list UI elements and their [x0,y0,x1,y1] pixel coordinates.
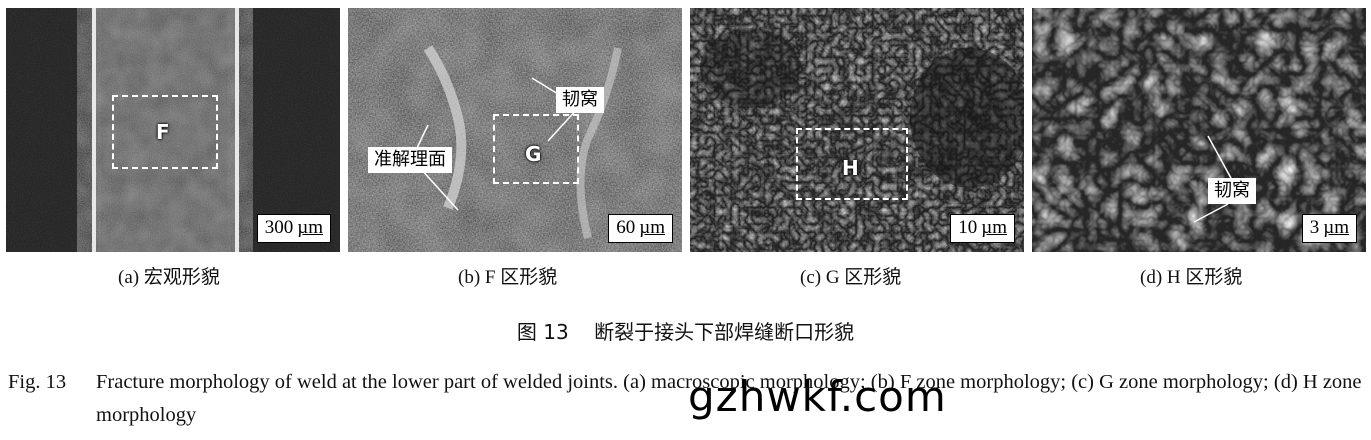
callout-dimple-b: 韧窝 [556,87,604,113]
subcaption-c: (c) G 区形貌 [800,267,902,288]
zone-label-g: G [525,142,542,166]
callout-dimple-d: 韧窝 [1208,178,1256,204]
sem-image-b [348,8,682,252]
scale-value: 300 [264,217,294,238]
scale-unit: µm [981,217,1007,238]
watermark-text: gzhwkf.com [688,372,947,421]
callout-quasi-cleavage-b: 准解理面 [368,147,452,173]
zone-box-f [112,95,218,169]
figure-number: Fig. 13 [8,371,67,393]
figure-caption-text: Fracture morphology of weld at the lower… [96,371,1362,426]
zone-label-h: H [842,156,859,180]
figure-caption-en: Fig. 13 Fracture morphology of weld at t… [8,366,1364,432]
sem-image-c [690,8,1024,252]
scale-value: 3 [1309,217,1320,238]
scale-unit: µm [639,217,665,238]
scale-value: 10 [958,217,978,238]
zone-label-f: F [156,120,170,144]
zone-box-g [493,114,579,184]
scale-unit: µm [297,217,323,238]
zone-box-h [796,128,908,200]
scale-unit: µm [1323,217,1349,238]
scale-value: 60 [616,217,636,238]
subcaption-a: (a) 宏观形貌 [118,267,220,288]
figure-caption-zh: 图 13 断裂于接头下部焊缝断口形貌 [516,320,855,344]
subcaption-b: (b) F 区形貌 [458,267,558,288]
subcaption-d: (d) H 区形貌 [1140,267,1243,288]
sem-image-a [6,8,340,252]
